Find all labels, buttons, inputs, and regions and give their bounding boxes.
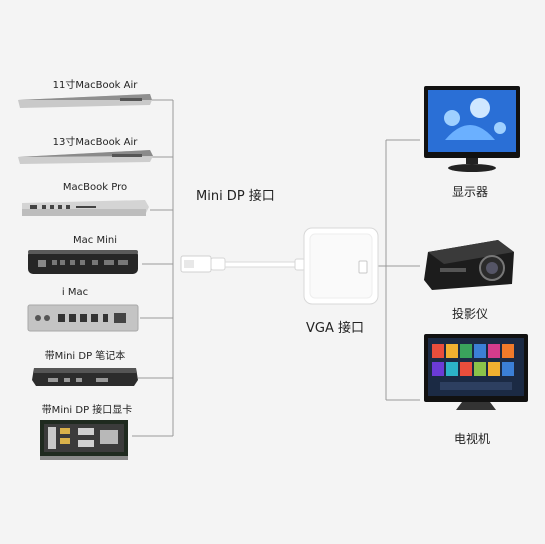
projector-image <box>424 240 514 290</box>
vga-port-label: VGA 接口 <box>306 321 364 336</box>
device-label-graphics-card: 带Mini DP 接口显卡 <box>41 405 133 416</box>
output-label-projector: 投影仪 <box>451 307 488 321</box>
device-label-macbook-pro: MacBook Pro <box>62 182 128 193</box>
notebook-image <box>32 368 138 386</box>
output-label-television: 电视机 <box>453 432 490 446</box>
imac-ports-image <box>27 304 139 332</box>
macbook-air-13-image <box>18 150 153 164</box>
device-label-mac-mini: Mac Mini <box>73 235 117 246</box>
vga-adapter-body <box>303 227 379 305</box>
device-label-macbook-air-13: 13寸MacBook Air <box>52 137 138 148</box>
macbook-air-11-image <box>18 94 152 108</box>
mini-dp-plug <box>180 255 306 273</box>
macbook-pro-image <box>22 200 149 216</box>
left-connector-lines <box>132 99 174 437</box>
graphics-card-image <box>40 420 128 460</box>
device-label-macbook-air-11: 11寸MacBook Air <box>52 80 138 91</box>
mac-mini-image <box>28 250 138 274</box>
mini-dp-port-label: Mini DP 接口 <box>196 189 275 204</box>
right-connector-lines <box>376 139 420 401</box>
output-label-monitor: 显示器 <box>451 185 488 199</box>
monitor-image <box>424 86 520 172</box>
device-label-notebook: 带Mini DP 笔记本 <box>44 351 126 362</box>
television-image <box>424 334 528 410</box>
device-label-imac: i Mac <box>61 287 89 298</box>
